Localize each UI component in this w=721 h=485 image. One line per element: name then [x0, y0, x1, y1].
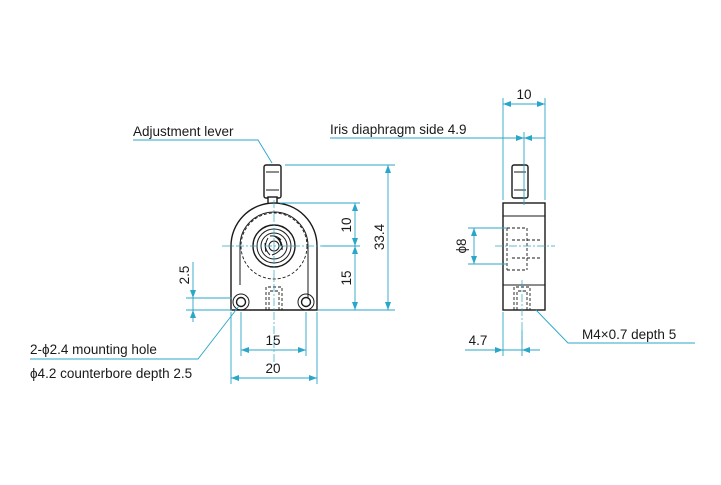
- label-counterbore: ϕ4.2 counterbore depth 2.5: [30, 366, 192, 381]
- dim-top-to-center: 10: [339, 217, 354, 232]
- dim-thickness: 10: [516, 87, 531, 102]
- dim-hole-height: 2.5: [177, 266, 192, 285]
- side-body-outline: [502, 202, 546, 311]
- label-tapped-hole: M4×0.7 depth 5: [582, 327, 676, 342]
- dim-overall-height: 33.4: [372, 223, 387, 250]
- adjustment-lever-knob: [263, 164, 282, 199]
- dim-aperture: ϕ8: [454, 238, 469, 253]
- side-lever-knob: [511, 164, 529, 199]
- dim-width: 20: [265, 361, 280, 376]
- mounting-hole-left: [232, 293, 250, 311]
- dim-hole-spacing: 15: [265, 333, 280, 348]
- dim-center-to-bottom: 15: [339, 270, 354, 285]
- dim-tap-offset: 4.7: [469, 333, 488, 348]
- label-iris-side: Iris diaphragm side 4.9: [330, 122, 467, 137]
- mounting-hole-right: [297, 293, 315, 311]
- dimension-lines: [30, 98, 695, 384]
- label-adjustment-lever: Adjustment lever: [133, 124, 234, 139]
- label-mounting-hole: 2-ϕ2.4 mounting hole: [30, 342, 157, 357]
